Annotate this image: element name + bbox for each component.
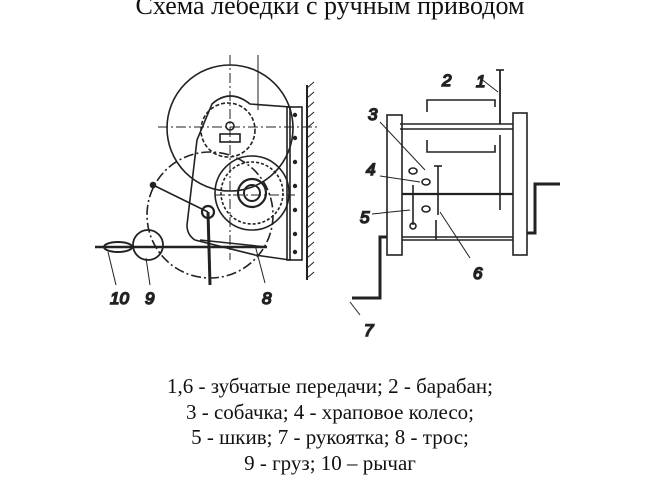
weight bbox=[132, 229, 164, 261]
ratchet-gear bbox=[214, 155, 290, 231]
label-10: 10 bbox=[110, 289, 129, 308]
caption-line: 3 - собачка; 4 - храповое колесо; bbox=[185, 399, 475, 424]
label-8: 8 bbox=[262, 289, 272, 308]
frame-right-post bbox=[512, 112, 528, 256]
caption-line: 5 - шкив; 7 - рукоятка; 8 - трос; bbox=[191, 425, 469, 449]
drum bbox=[426, 99, 496, 153]
caption-line: 9 - груз; 10 – рычаг bbox=[244, 450, 416, 475]
crank-right bbox=[527, 182, 560, 235]
side-view bbox=[95, 55, 320, 286]
label-2: 2 bbox=[441, 71, 452, 90]
label-9: 9 bbox=[145, 289, 155, 308]
label-7: 7 bbox=[364, 321, 374, 340]
page-title: Схема лебедки с ручным приводом bbox=[135, 0, 525, 20]
label-3: 3 bbox=[368, 105, 378, 124]
lever-handle bbox=[103, 241, 133, 253]
label-6: 6 bbox=[473, 264, 483, 283]
mounting-plate bbox=[286, 106, 303, 261]
label-5: 5 bbox=[360, 208, 370, 227]
caption-line: 1,6 - зубчатые передачи; 2 - барабан; bbox=[167, 374, 493, 398]
frame-left-post bbox=[386, 114, 403, 256]
label-4: 4 bbox=[366, 160, 375, 179]
crank-left bbox=[352, 235, 387, 300]
top-view bbox=[349, 69, 560, 316]
label-1: 1 bbox=[476, 72, 485, 91]
legend-caption: 1,6 - зубчатые передачи; 2 - барабан; 3 … bbox=[0, 374, 660, 476]
